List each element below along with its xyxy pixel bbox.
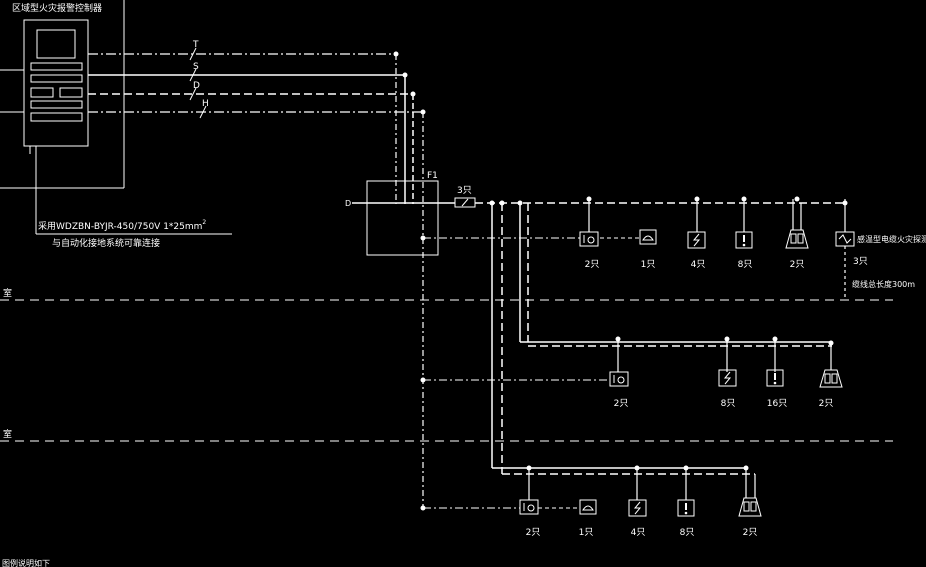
row3-bus xyxy=(423,203,755,509)
junction-box-label: F1 xyxy=(427,171,438,181)
row1-qty-3: 4只 xyxy=(691,260,706,270)
row1-sound-light-alarm: 2只 xyxy=(785,229,809,270)
row1-smoke-detector: 4只 xyxy=(687,231,706,270)
row2-heat-detector: 16只 xyxy=(766,369,787,409)
manual-alarm-button-icon xyxy=(609,371,629,387)
row1-bus xyxy=(420,202,845,239)
bus-label-t: T xyxy=(192,40,199,50)
bus-label-s: S xyxy=(193,62,199,72)
row2-sound-light-alarm: 2只 xyxy=(819,369,843,409)
heat-detector-icon xyxy=(766,369,784,387)
row2-bus xyxy=(423,203,832,381)
row3-sound-light-alarm: 2只 xyxy=(738,497,762,538)
row2-drops xyxy=(617,339,832,372)
controller-title: 区域型火灾报警控制器 xyxy=(12,2,102,14)
row3-manual-alarm-button: 2只 xyxy=(519,499,541,538)
footer-note: 图例说明如下 xyxy=(2,558,50,567)
junction-box xyxy=(366,180,439,256)
controller-cabinet xyxy=(0,0,232,235)
sound-light-alarm-icon xyxy=(785,229,809,249)
smoke-detector-icon xyxy=(687,231,706,249)
box-input-label: D xyxy=(345,199,351,208)
heat-detector-icon xyxy=(677,499,695,517)
row3-dots xyxy=(420,465,749,511)
sound-light-alarm-icon xyxy=(819,369,843,388)
heat-detector-icon xyxy=(735,231,753,249)
floor-label-1: 室 xyxy=(3,287,12,299)
row2-manual-alarm-button: 2只 xyxy=(609,371,629,409)
row3-qty-1: 2只 xyxy=(526,528,541,538)
bus-label-h: H xyxy=(202,99,209,109)
telephone-jack-icon xyxy=(579,499,597,515)
floor-label-2: 室 xyxy=(3,428,12,440)
row2-qty-1: 2只 xyxy=(614,399,629,409)
row1-qty-5: 2只 xyxy=(790,260,805,270)
row3-heat-detector: 8只 xyxy=(677,499,695,538)
row1-telephone-jack: 1只 xyxy=(639,229,657,270)
row2-qty-3: 16只 xyxy=(767,399,787,409)
manual-alarm-button-icon xyxy=(519,499,539,515)
linear-beam-detector-icon xyxy=(835,231,855,247)
row3-telephone-jack: 1只 xyxy=(579,499,597,538)
manual-alarm-button-icon xyxy=(579,231,599,247)
row2-smoke-detector: 8只 xyxy=(718,369,737,409)
row3-qty-4: 8只 xyxy=(680,528,695,538)
row3-qty-3: 4只 xyxy=(631,528,646,538)
row1-manual-alarm-button: 2只 xyxy=(579,231,600,270)
row3-drops xyxy=(528,468,756,500)
row2-qty-4: 2只 xyxy=(819,399,834,409)
row1-heat-detector: 8只 xyxy=(735,231,753,270)
isolator-qty: 3只 xyxy=(457,186,472,196)
linear-detector-title: 感温型电缆火灾探测器 xyxy=(857,234,926,244)
isolator-module-icon xyxy=(454,197,476,208)
row2-dots xyxy=(420,336,834,383)
smoke-detector-icon xyxy=(628,499,647,517)
ground-note-line1: 采用WDZBN-BYJR-450/750V 1*25mm2 xyxy=(38,219,206,232)
bus-label-d: D xyxy=(193,81,200,91)
row3-qty-2: 1只 xyxy=(579,528,594,538)
ground-note-line2: 与自动化接地系统可靠连接 xyxy=(52,237,160,249)
row1-qty-4: 8只 xyxy=(738,260,753,270)
row1-drops xyxy=(588,199,846,300)
smoke-detector-icon xyxy=(718,369,737,387)
row1-qty-1: 2只 xyxy=(585,260,600,270)
row2-qty-2: 8只 xyxy=(721,399,736,409)
sound-light-alarm-icon xyxy=(738,497,762,517)
telephone-jack-icon xyxy=(639,229,657,245)
row1-qty-6: 3只 xyxy=(853,257,868,267)
row1-qty-2: 1只 xyxy=(641,260,656,270)
row3-smoke-detector: 4只 xyxy=(628,499,647,538)
linear-detector-length: 缆线总长度300m xyxy=(852,279,915,289)
row3-qty-5: 2只 xyxy=(743,528,758,538)
bus-dots xyxy=(393,51,426,115)
bus-lines xyxy=(88,47,424,508)
row1-linear-detector: 感温型电缆火灾探测器 3只 缆线总长度300m xyxy=(835,231,926,289)
